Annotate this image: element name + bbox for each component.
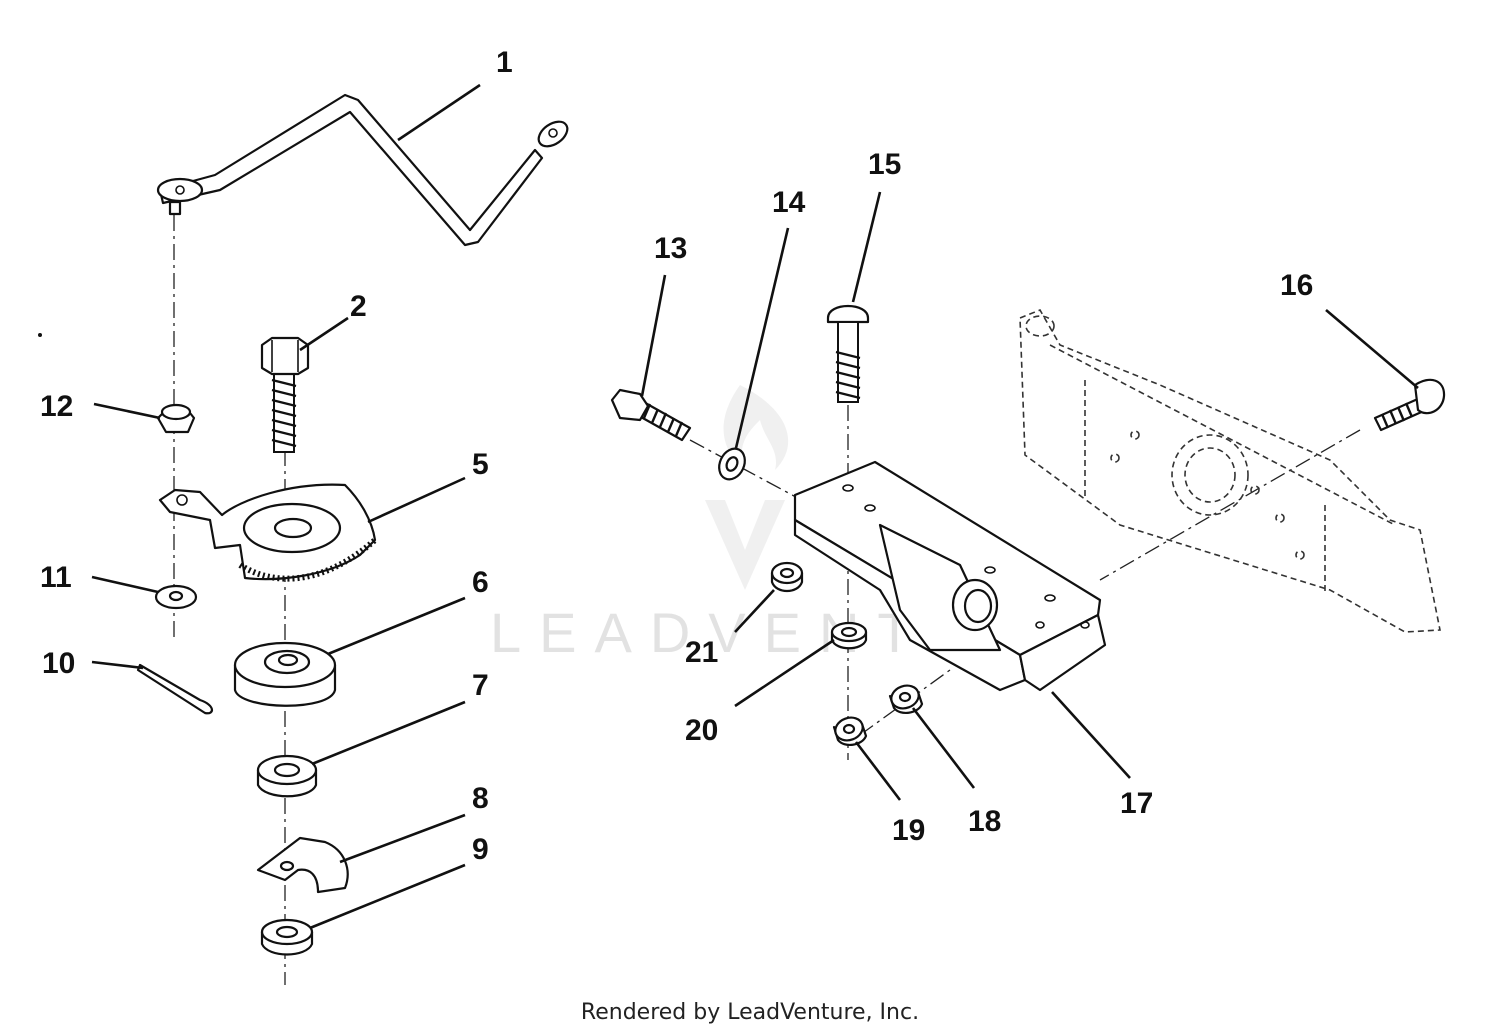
callout-14: 14 <box>772 186 806 219</box>
part-18-nut <box>888 684 924 714</box>
leader-18 <box>911 707 976 789</box>
part-1-rod <box>156 93 569 247</box>
frame-phantom <box>1019 308 1441 633</box>
part-20-nut <box>830 621 868 650</box>
leader-14 <box>734 227 790 449</box>
part-7-nut <box>256 754 318 798</box>
leader-11 <box>91 575 159 594</box>
callout-12: 12 <box>40 390 73 423</box>
centerline-bolt-16 <box>1099 429 1361 581</box>
callout-11: 11 <box>40 561 72 594</box>
centerline-nuts <box>859 669 951 736</box>
callout-15: 15 <box>868 148 901 181</box>
part-11-washer <box>154 584 198 610</box>
part-15-carriage-bolt <box>826 305 870 403</box>
callout-5: 5 <box>472 448 489 481</box>
stray-dot <box>38 333 42 337</box>
part-8-clip <box>256 836 349 894</box>
leader-7 <box>311 700 466 766</box>
leader-1 <box>397 83 481 142</box>
callout-2: 2 <box>350 290 367 323</box>
leader-19 <box>854 741 902 801</box>
callout-21: 21 <box>685 636 718 669</box>
callout-7: 7 <box>472 669 489 702</box>
callout-18: 18 <box>968 805 1001 838</box>
leader-20 <box>734 638 835 708</box>
leader-12 <box>93 402 161 420</box>
part-21-nut <box>770 561 804 593</box>
leader-21 <box>734 589 775 633</box>
part-19-nut <box>832 716 868 746</box>
callout-8: 8 <box>472 782 489 815</box>
footer-credit: Rendered by LeadVenture, Inc. <box>580 1000 920 1025</box>
callout-1: 1 <box>496 46 513 79</box>
leader-2 <box>299 316 349 352</box>
callout-19: 19 <box>892 814 925 847</box>
callout-6: 6 <box>472 566 489 599</box>
leader-17 <box>1051 691 1131 779</box>
leader-13 <box>640 274 667 397</box>
leader-9 <box>309 863 466 930</box>
leader-8 <box>339 813 466 864</box>
part-9-nut <box>260 918 314 956</box>
leader-10 <box>91 660 144 670</box>
leader-15 <box>851 191 882 303</box>
callout-20: 20 <box>685 714 718 747</box>
part-5-sector-gear <box>158 483 377 582</box>
callout-16: 16 <box>1280 269 1313 302</box>
part-16-bolt <box>1373 378 1446 432</box>
watermark-logo <box>705 385 789 590</box>
part-10-cotter-pin <box>136 663 213 715</box>
callout-10: 10 <box>42 647 75 680</box>
part-12-nut <box>156 403 196 434</box>
callout-17: 17 <box>1120 787 1153 820</box>
leader-5 <box>367 476 466 524</box>
part-14-washer <box>718 447 746 481</box>
leader-16 <box>1325 309 1419 389</box>
part-13-bolt <box>610 388 692 442</box>
part-17-bracket <box>793 460 1107 692</box>
part-6-hub <box>233 641 337 707</box>
part-2-bolt <box>260 336 310 453</box>
leader-6 <box>327 596 466 656</box>
callout-9: 9 <box>472 833 489 866</box>
callout-13: 13 <box>654 232 687 265</box>
